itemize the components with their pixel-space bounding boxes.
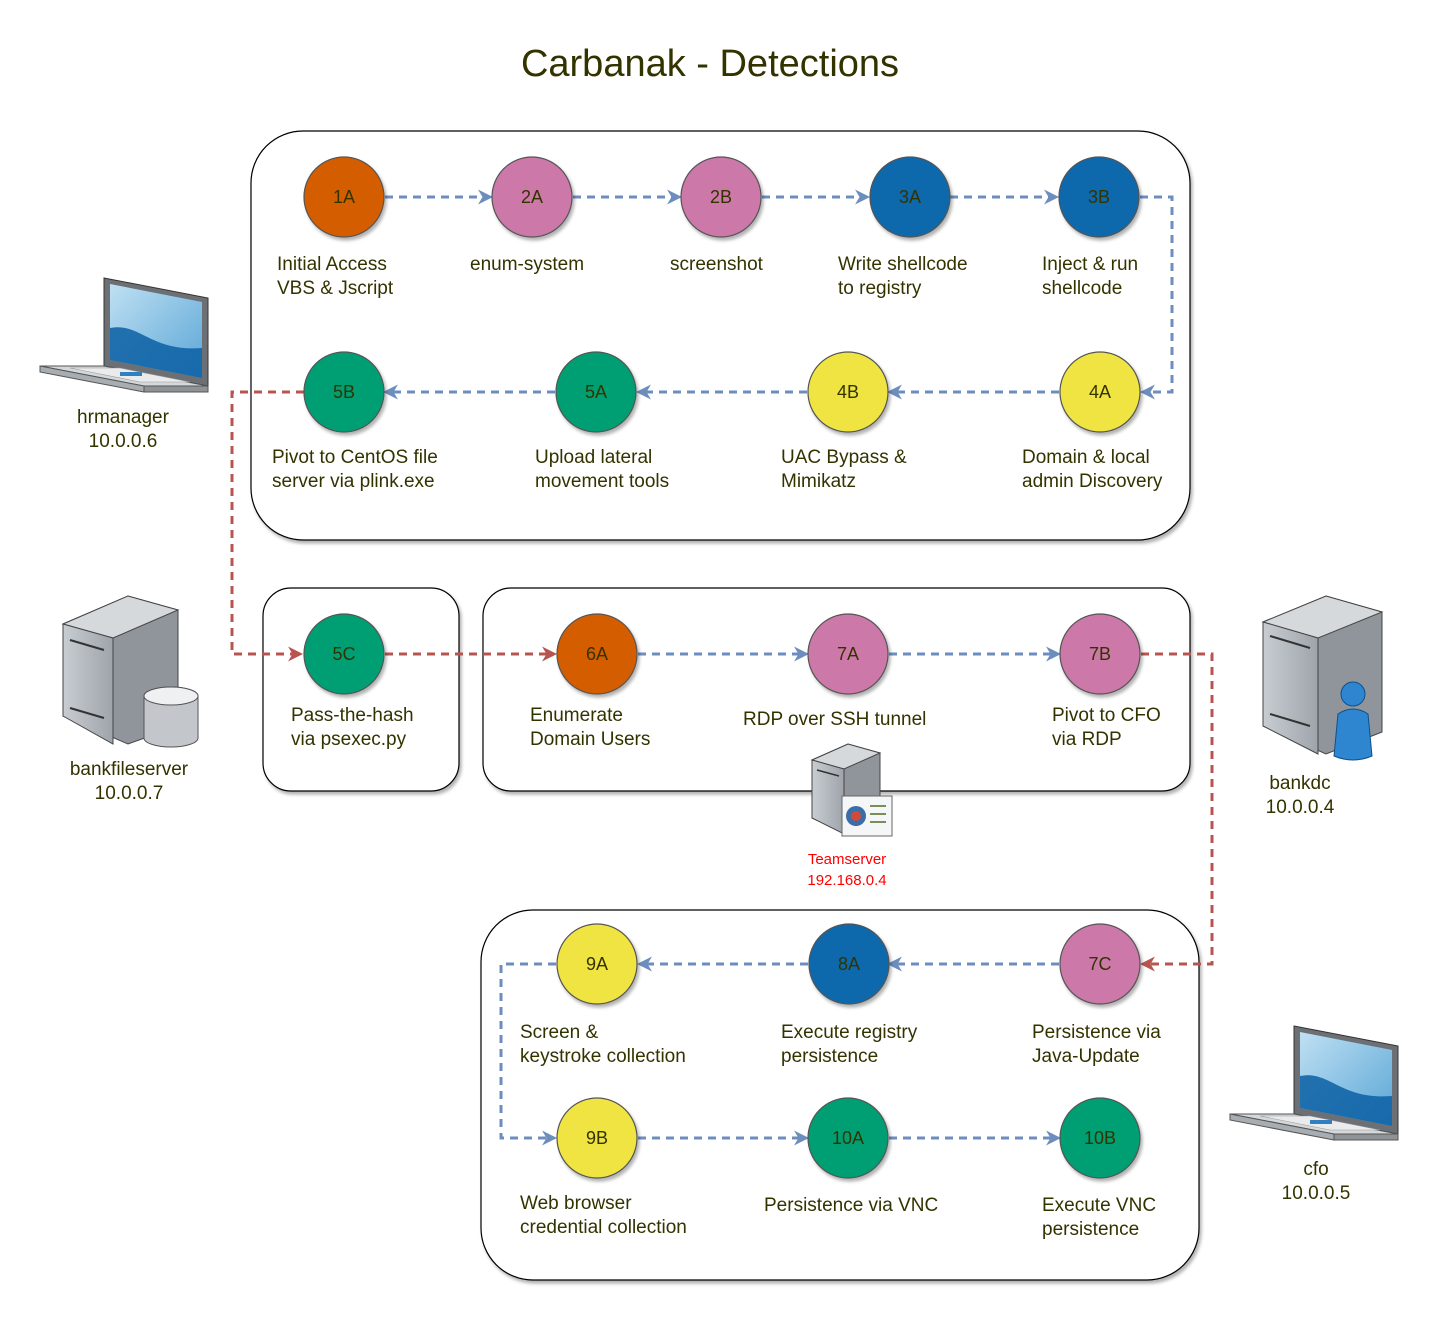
step-caption-1A-line-1: Initial Access (277, 254, 387, 275)
step-id-3A: 3A (899, 187, 921, 207)
step-node-3A (869, 156, 951, 238)
step-caption-7A-line-1: RDP over SSH tunnel (743, 709, 926, 730)
cfo-name: cfo (1303, 1159, 1328, 1180)
step-id-4B: 4B (837, 382, 859, 402)
step-caption-4B-line-1: UAC Bypass & (781, 447, 907, 468)
edge-9A-9B (499, 962, 557, 1146)
step-caption-8A-line-1: Execute registry (781, 1022, 918, 1043)
step-id-2A: 2A (521, 187, 543, 207)
step-id-8A: 8A (838, 954, 860, 974)
step-caption-2A-line-1: enum-system (470, 254, 584, 275)
step-id-4A: 4A (1089, 382, 1111, 402)
step-caption-9A-line-1: Screen & (520, 1022, 598, 1043)
step-id-10A: 10A (832, 1128, 864, 1148)
diagram-title: Carbanak - Detections (521, 43, 899, 85)
step-caption-8A-line-2: persistence (781, 1046, 878, 1067)
step-node-9A (556, 923, 638, 1005)
step-caption-7B-line-2: via RDP (1052, 729, 1122, 750)
step-caption-9B-line-1: Web browser (520, 1193, 632, 1214)
step-caption-7C-line-2: Java-Update (1032, 1046, 1140, 1067)
step-caption-4A-line-1: Domain & local (1022, 447, 1150, 468)
bankfileserver-ip: 10.0.0.7 (95, 783, 164, 804)
step-node-1A (303, 156, 385, 238)
step-id-7A: 7A (837, 644, 859, 664)
step-caption-3B-line-1: Inject & run (1042, 254, 1138, 275)
step-id-7C: 7C (1088, 954, 1111, 974)
edge-5B-5C (230, 390, 304, 662)
step-id-5B: 5B (333, 382, 355, 402)
step-node-7C (1059, 923, 1141, 1005)
step-id-10B: 10B (1084, 1128, 1116, 1148)
step-node-10A (807, 1097, 889, 1179)
group-box-cfo-stage (480, 909, 1200, 1281)
step-id-1A: 1A (333, 187, 355, 207)
step-caption-3B-line-2: shellcode (1042, 278, 1122, 299)
step-node-10B (1059, 1097, 1141, 1179)
edge-3B-4A (1140, 195, 1174, 400)
step-node-4B (807, 351, 889, 433)
bankdc-ip: 10.0.0.4 (1266, 797, 1335, 818)
step-id-9A: 9A (586, 954, 608, 974)
step-caption-5A-line-1: Upload lateral (535, 447, 652, 468)
step-caption-10B-line-1: Execute VNC (1042, 1195, 1156, 1216)
step-caption-5A-line-2: movement tools (535, 471, 669, 492)
step-id-2B: 2B (710, 187, 732, 207)
hrmanager-ip: 10.0.0.6 (89, 431, 158, 452)
step-caption-4B-line-2: Mimikatz (781, 471, 856, 492)
step-node-5B (303, 351, 385, 433)
step-node-5C (303, 613, 385, 695)
step-node-2A (491, 156, 573, 238)
teamserver-icon (810, 743, 893, 837)
step-caption-7C-line-1: Persistence via (1032, 1022, 1161, 1043)
step-caption-5C-line-2: via psexec.py (291, 729, 407, 750)
step-node-4A (1059, 351, 1141, 433)
laptop-icon (1229, 1025, 1399, 1141)
step-node-9B (556, 1097, 638, 1179)
domain-controller-icon (1261, 595, 1384, 761)
step-caption-3A-line-1: Write shellcode (838, 254, 968, 275)
step-caption-2B-line-1: screenshot (670, 254, 764, 275)
hrmanager-name: hrmanager (77, 407, 170, 428)
group-box-hrmanager-stage (250, 130, 1191, 541)
step-caption-6A-line-1: Enumerate (530, 705, 623, 726)
bankdc-name: bankdc (1269, 773, 1330, 794)
laptop-icon (39, 277, 209, 393)
step-caption-6A-line-2: Domain Users (530, 729, 650, 750)
step-node-2B (680, 156, 762, 238)
edge-7B-7C (1140, 652, 1214, 972)
step-node-3B (1058, 156, 1140, 238)
teamserver-ip: 192.168.0.4 (807, 872, 886, 889)
step-caption-9B-line-2: credential collection (520, 1217, 687, 1238)
step-caption-4A-line-2: admin Discovery (1022, 471, 1163, 492)
step-id-9B: 9B (586, 1128, 608, 1148)
step-id-7B: 7B (1089, 644, 1111, 664)
step-caption-10A-line-1: Persistence via VNC (764, 1195, 938, 1216)
file-server-icon (61, 595, 199, 748)
step-id-5C: 5C (332, 644, 355, 664)
step-id-5A: 5A (585, 382, 607, 402)
step-caption-5C-line-1: Pass-the-hash (291, 705, 414, 726)
bankfileserver-name: bankfileserver (70, 759, 189, 780)
step-caption-1A-line-2: VBS & Jscript (277, 278, 394, 299)
step-caption-5B-line-1: Pivot to CentOS file (272, 447, 438, 468)
edges (230, 189, 1214, 1146)
step-caption-3A-line-2: to registry (838, 278, 922, 299)
step-caption-5B-line-2: server via plink.exe (272, 471, 435, 492)
step-caption-10B-line-2: persistence (1042, 1219, 1139, 1240)
cfo-ip: 10.0.0.5 (1282, 1183, 1351, 1204)
step-node-8A (808, 923, 890, 1005)
step-id-3B: 3B (1088, 187, 1110, 207)
step-node-6A (556, 613, 638, 695)
step-id-6A: 6A (586, 644, 608, 664)
step-node-5A (555, 351, 637, 433)
teamserver-name: Teamserver (808, 851, 886, 868)
step-caption-9A-line-2: keystroke collection (520, 1046, 686, 1067)
step-node-7A (807, 613, 889, 695)
step-node-7B (1059, 613, 1141, 695)
step-caption-7B-line-1: Pivot to CFO (1052, 705, 1161, 726)
